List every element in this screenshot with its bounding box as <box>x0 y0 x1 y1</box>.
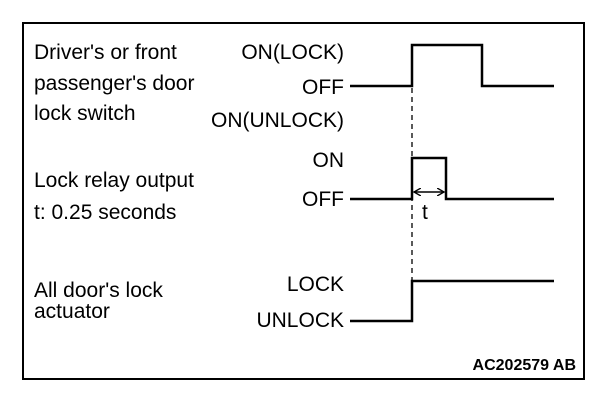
lock-relay-output-waveform <box>350 156 554 201</box>
signal-2-label-line-1: Lock relay output <box>34 169 194 192</box>
signal-1-state-off: OFF <box>302 76 344 99</box>
figure-code: AC202579 AB <box>472 357 576 374</box>
signal-1-label-line-1: Driver's or front <box>34 41 177 64</box>
signal-3-label-line-2: actuator <box>34 300 110 323</box>
signal-2-state-off: OFF <box>302 188 344 211</box>
signal-1-state-on-unlock: ON(UNLOCK) <box>210 109 344 132</box>
signal-3-state-unlock: UNLOCK <box>256 309 344 332</box>
signal-1-label-line-3: lock switch <box>34 102 136 125</box>
signal-1-state-on-lock: ON(LOCK) <box>241 41 344 64</box>
signal-2-state-on: ON <box>312 149 345 172</box>
signal-3-state-lock: LOCK <box>286 273 344 296</box>
door-lock-switch-waveform <box>350 43 554 88</box>
signal-1-label-line-2: passenger's door <box>34 72 195 95</box>
door-lock-actuator-waveform <box>350 279 554 323</box>
diagram-frame <box>22 22 585 380</box>
pulse-duration-label: t <box>422 201 428 224</box>
signal-2-label-line-2: t: 0.25 seconds <box>34 201 177 224</box>
signal-3-label-line-1: All door's lock <box>34 279 163 302</box>
